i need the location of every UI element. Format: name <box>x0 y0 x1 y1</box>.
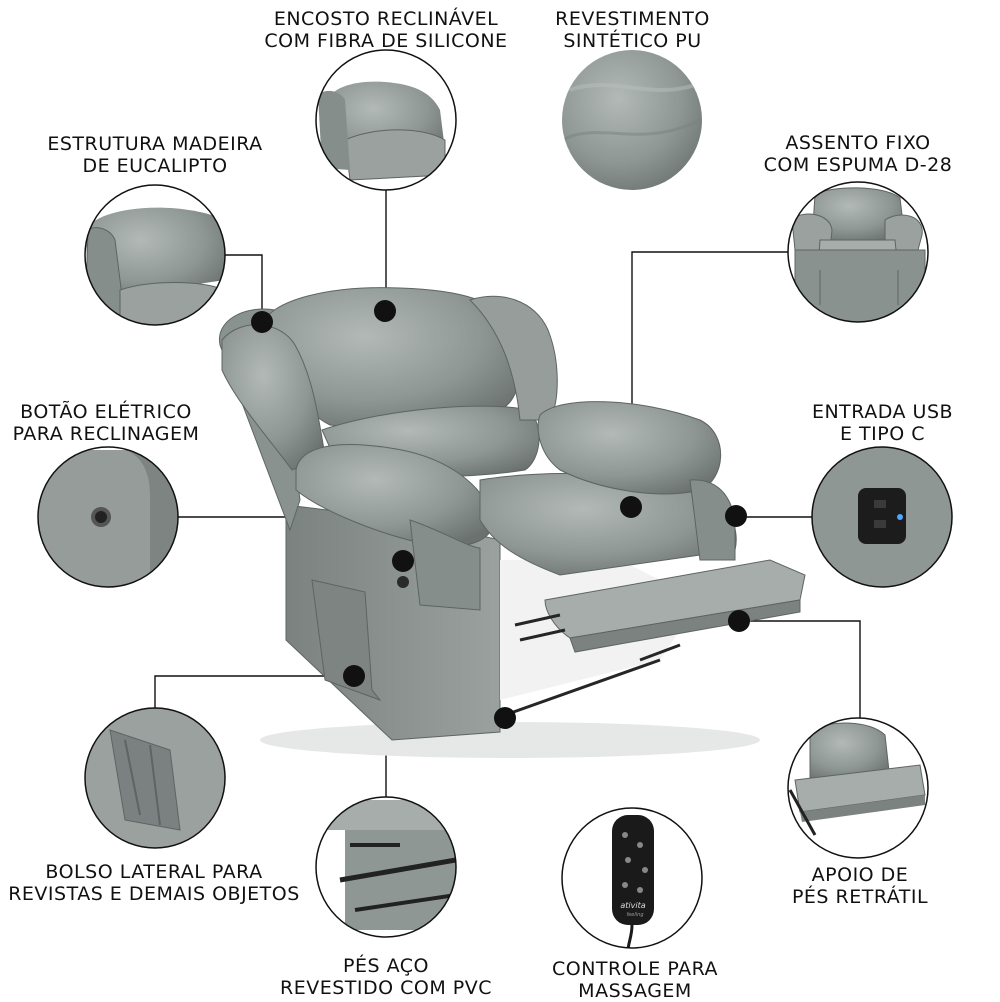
detail-circle-controle: ativita feeling <box>561 807 703 949</box>
dot-encosto <box>374 300 396 322</box>
detail-circle-revestimento <box>562 50 702 190</box>
label-apoio-line-1: APOIO DE <box>811 864 909 886</box>
detail-circle-estrutura <box>84 184 226 326</box>
label-revestimento: REVESTIMENTO SINTÉTICO PU <box>530 8 735 52</box>
detail-circle-encosto <box>315 49 457 191</box>
callout-dots <box>251 300 750 729</box>
label-bolso: BOLSO LATERAL PARA REVISTAS E DEMAIS OBJ… <box>8 861 300 905</box>
label-encosto: ENCOSTO RECLINÁVEL COM FIBRA DE SILICONE <box>236 8 536 52</box>
label-estrutura-line-2: DE EUCALIPTO <box>82 155 228 177</box>
label-usb-line-1: ENTRADA USB <box>811 401 954 423</box>
dot-bolso <box>343 665 365 687</box>
label-botao-line-2: PARA RECLINAGEM <box>12 423 200 445</box>
label-usb-line-2: E TIPO C <box>840 423 925 445</box>
label-pes: PÉS AÇO REVESTIDO COM PVC <box>268 955 504 999</box>
dot-assento <box>620 496 642 518</box>
dot-usb <box>725 505 747 527</box>
label-revestimento-line-1: REVESTIMENTO <box>555 8 710 30</box>
label-bolso-line-2: REVISTAS E DEMAIS OBJETOS <box>8 883 300 905</box>
label-controle-line-2: MASSAGEM <box>578 980 692 1002</box>
label-revestimento-line-2: SINTÉTICO PU <box>563 30 702 52</box>
label-apoio-line-2: PÉS RETRÁTIL <box>791 886 929 908</box>
label-assento-line-2: COM ESPUMA D-28 <box>763 154 953 176</box>
detail-circle-usb <box>811 446 953 588</box>
label-pes-line-1: PÉS AÇO <box>343 955 429 977</box>
label-usb: ENTRADA USB E TIPO C <box>800 401 965 445</box>
detail-circle-apoio <box>787 717 929 859</box>
label-bolso-line-1: BOLSO LATERAL PARA <box>45 861 263 883</box>
dot-botao <box>392 550 414 572</box>
recliner-main <box>219 287 806 758</box>
label-botao: BOTÃO ELÉTRICO PARA RECLINAGEM <box>6 401 206 445</box>
remote-sub: feeling <box>626 912 643 918</box>
label-estrutura-line-1: ESTRUTURA MADEIRA <box>47 133 263 155</box>
detail-circle-botao <box>37 446 179 588</box>
dot-apoio <box>728 610 750 632</box>
callout-line-bolso <box>154 675 354 708</box>
label-controle-line-1: CONTROLE PARA <box>552 958 718 980</box>
label-assento: ASSENTO FIXO COM ESPUMA D-28 <box>748 132 968 176</box>
dot-estrutura <box>251 311 273 333</box>
label-controle: CONTROLE PARA MASSAGEM <box>540 958 730 1002</box>
label-encosto-line-1: ENCOSTO RECLINÁVEL <box>273 8 499 30</box>
remote-brand: ativita <box>620 901 645 910</box>
label-assento-line-1: ASSENTO FIXO <box>785 132 931 154</box>
label-pes-line-2: REVESTIDO COM PVC <box>280 977 492 999</box>
label-estrutura: ESTRUTURA MADEIRA DE EUCALIPTO <box>40 133 270 177</box>
dot-pes <box>494 707 516 729</box>
label-apoio: APOIO DE PÉS RETRÁTIL <box>790 864 930 908</box>
label-botao-line-1: BOTÃO ELÉTRICO <box>20 401 192 423</box>
detail-circle-pes <box>315 796 457 938</box>
detail-circle-bolso <box>84 707 226 849</box>
callout-line-estrutura <box>225 254 263 322</box>
callout-line-apoio <box>738 620 861 718</box>
label-encosto-line-2: COM FIBRA DE SILICONE <box>264 30 508 52</box>
detail-circle-assento <box>787 181 929 323</box>
